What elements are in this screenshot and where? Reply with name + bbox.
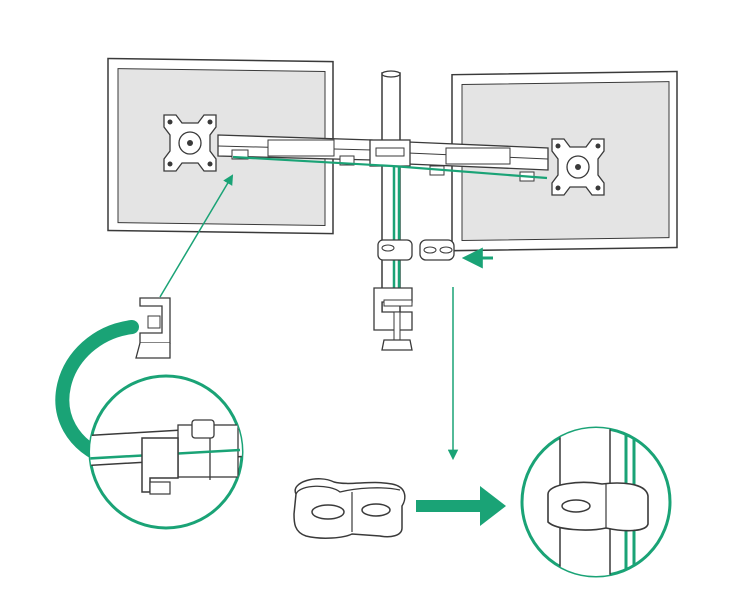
cable-along-pole [392, 165, 401, 292]
desk-clamp [373, 287, 413, 351]
cable-along-arms [232, 155, 548, 180]
bracket-to-arm-arrow [159, 174, 234, 298]
arm-clip-zoom-detail [88, 374, 244, 530]
cable-clip-large [293, 478, 406, 539]
pole-cable-clip [377, 239, 413, 261]
vesa-mount-plate-icon [163, 114, 605, 196]
clip-to-detail-arrow [416, 486, 506, 526]
cable-clip-icon [419, 239, 455, 261]
curved-arrow [55, 320, 139, 467]
mount-pole [381, 70, 401, 314]
arm-cable-clip-icon [135, 297, 171, 359]
left-arm [217, 134, 373, 166]
pole-clip-zoom-detail [520, 426, 672, 578]
